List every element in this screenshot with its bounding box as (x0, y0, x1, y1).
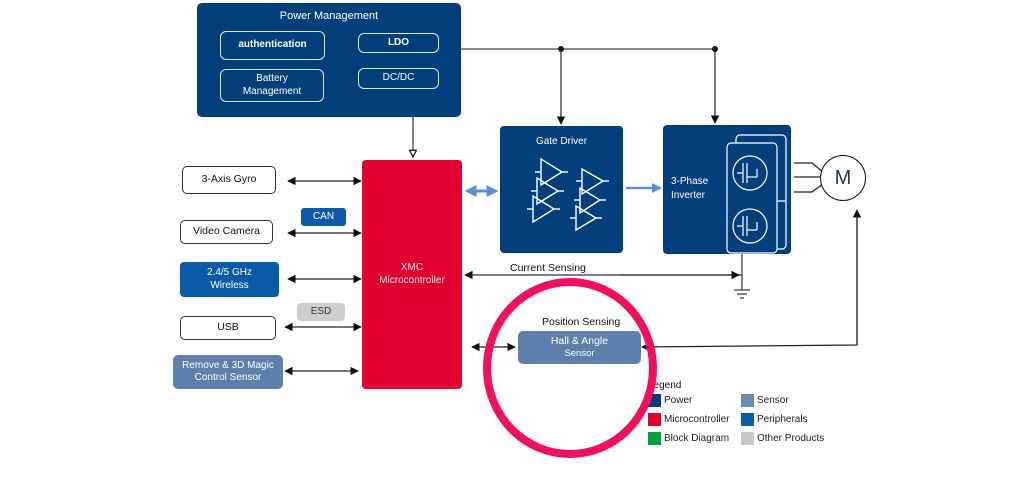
video-camera-block[interactable]: Video Camera (180, 220, 273, 244)
inverter-block[interactable]: 3-Phase Inverter (663, 125, 791, 254)
legend-item-power: Power (648, 394, 692, 407)
motor-label: M (834, 166, 852, 189)
microcontroller-block[interactable]: XMC Microcontroller (362, 160, 462, 389)
wireless-block[interactable]: 2.4/5 GHz Wireless (180, 262, 279, 297)
legend-swatch-sensor (741, 394, 754, 407)
power-management-title: Power Management (279, 10, 379, 22)
power-management-block[interactable]: Power Management authentication LDO Batt… (197, 3, 461, 117)
battery-line2: Management (242, 85, 302, 97)
gate-driver-title: Gate Driver (535, 136, 588, 147)
current-sensing-line (464, 254, 750, 299)
dcdc-block[interactable]: DC/DC (358, 68, 439, 89)
hall-line2: Sensor (564, 348, 595, 360)
legend-swatch-power (648, 394, 661, 407)
battery-management-block[interactable]: Battery Management (220, 69, 324, 102)
legend-swatch-microcontroller (648, 413, 661, 426)
motor-phase-lines (794, 162, 824, 193)
motor-icon[interactable]: M (820, 155, 866, 201)
remote-line1: Remove & 3D Magic (182, 359, 274, 371)
hall-line1: Hall & Angle (550, 335, 609, 347)
legend-label-power: Power (664, 395, 693, 406)
inverter-title: 3-Phase Inverter (671, 175, 708, 202)
legend: Legend Power Sensor Microcontroller Peri… (648, 380, 838, 450)
can-tag[interactable]: CAN (301, 208, 346, 226)
legend-swatch-peripherals (741, 413, 754, 426)
usb-block[interactable]: USB (180, 316, 276, 340)
power-bus (413, 46, 720, 157)
ldo-block[interactable]: LDO (358, 33, 439, 53)
legend-title: Legend (648, 380, 682, 391)
authentication-block[interactable]: authentication (220, 31, 325, 60)
remote-sensor-block[interactable]: Remove & 3D Magic Control Sensor (173, 355, 283, 389)
current-sensing-label: Current Sensing (510, 262, 586, 274)
legend-label-microcontroller: Microcontroller (664, 414, 730, 425)
legend-item-peripherals: Peripherals (741, 413, 808, 426)
legend-swatch-other-products (741, 432, 754, 445)
wireless-line1: 2.4/5 GHz (206, 267, 253, 278)
esd-tag[interactable]: ESD (297, 303, 345, 321)
inverter-line2: Inverter (671, 189, 705, 201)
legend-label-other-products: Other Products (757, 433, 825, 444)
gyro-block[interactable]: 3-Axis Gyro (182, 166, 276, 194)
legend-label-peripherals: Peripherals (757, 414, 808, 425)
gate-driver-block[interactable]: Gate Driver (500, 126, 623, 253)
mcu-line2: Microcontroller (379, 274, 445, 286)
remote-line2: Control Sensor (194, 372, 262, 383)
inverter-line1: 3-Phase (671, 176, 709, 187)
peripheral-links (284, 176, 362, 376)
battery-line1: Battery (256, 73, 288, 84)
legend-item-block-diagram: Block Diagram (648, 432, 729, 445)
legend-item-microcontroller: Microcontroller (648, 413, 730, 426)
legend-swatch-block-diagram (648, 432, 661, 445)
wireless-line2: Wireless (210, 279, 249, 291)
legend-label-block-diagram: Block Diagram (664, 433, 730, 444)
mcu-line1: XMC (400, 262, 424, 273)
mosfet-icon (726, 134, 787, 254)
legend-label-sensor: Sensor (757, 395, 789, 406)
buffer-amplifier-icon (527, 157, 609, 232)
legend-item-other-products: Other Products (741, 432, 824, 445)
legend-item-sensor: Sensor (741, 394, 789, 407)
hall-angle-sensor-block[interactable]: Hall & Angle Sensor (518, 331, 641, 364)
position-sensing-label: Position Sensing (542, 316, 621, 328)
